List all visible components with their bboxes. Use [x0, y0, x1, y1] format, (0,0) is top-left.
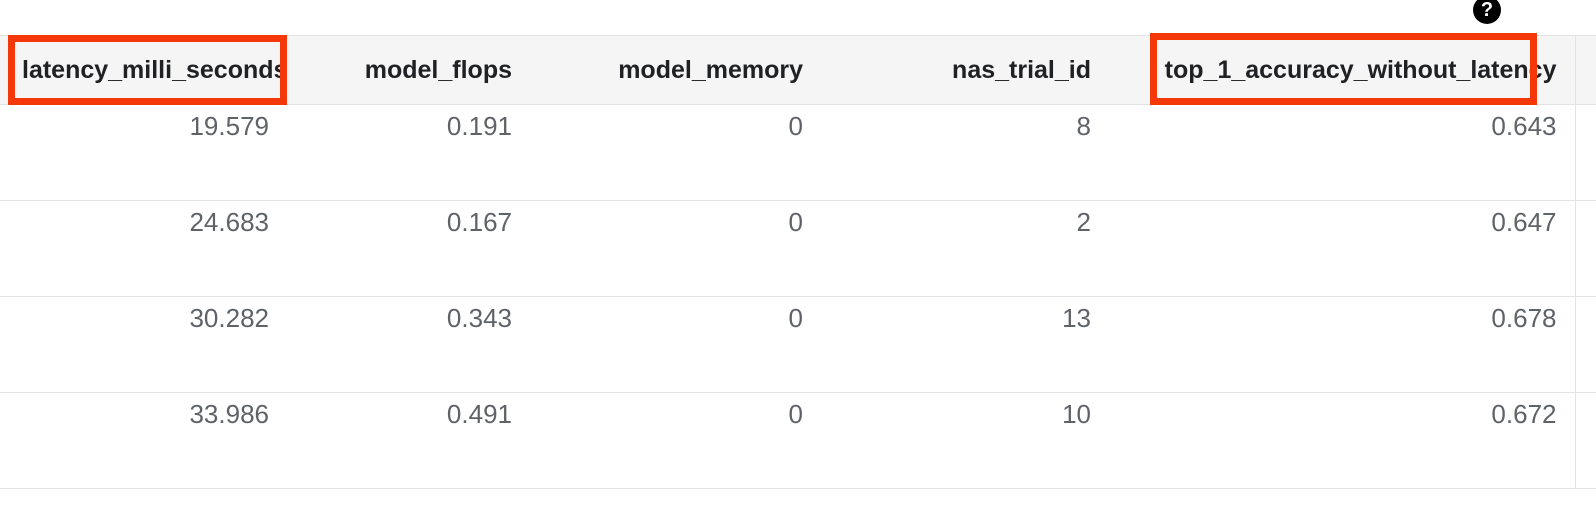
cell-model-flops: 0.343 [287, 296, 530, 393]
cell-top-1-accuracy-without-latency: 0.672 [1109, 392, 1575, 489]
table-body: 19.579 0.191 0 8 0.643 24.683 0.167 0 2 … [0, 104, 1596, 489]
cell-extra [1574, 200, 1596, 297]
table-row[interactable]: 33.986 0.491 0 10 0.672 [0, 392, 1596, 489]
cell-model-memory: 0 [530, 392, 821, 489]
column-header-top-1-accuracy-without-latency[interactable]: top_1_accuracy_without_latency [1109, 35, 1575, 105]
cell-model-flops: 0.191 [287, 104, 530, 201]
cell-extra [1574, 104, 1596, 201]
top-strip: ? [0, 0, 1596, 35]
table-row[interactable]: 24.683 0.167 0 2 0.647 [0, 200, 1596, 297]
cell-nas-trial-id: 8 [821, 104, 1109, 201]
cell-nas-trial-id: 10 [821, 392, 1109, 489]
cell-nas-trial-id: 2 [821, 200, 1109, 297]
cell-model-memory: 0 [530, 200, 821, 297]
cell-model-memory: 0 [530, 104, 821, 201]
table-header: latency_milli_seconds model_flops model_… [0, 35, 1596, 105]
table-row[interactable]: 30.282 0.343 0 13 0.678 [0, 296, 1596, 393]
column-header-latency-milli-seconds[interactable]: latency_milli_seconds [0, 35, 287, 105]
column-header-model-flops[interactable]: model_flops [287, 35, 530, 105]
cell-latency-milli-seconds: 24.683 [0, 200, 287, 297]
cell-nas-trial-id: 13 [821, 296, 1109, 393]
cell-latency-milli-seconds: 19.579 [0, 104, 287, 201]
cell-extra [1574, 296, 1596, 393]
cell-model-flops: 0.167 [287, 200, 530, 297]
cell-top-1-accuracy-without-latency: 0.647 [1109, 200, 1575, 297]
help-icon[interactable]: ? [1473, 0, 1501, 24]
cell-latency-milli-seconds: 30.282 [0, 296, 287, 393]
column-header-extra[interactable] [1574, 35, 1596, 105]
table-row[interactable]: 19.579 0.191 0 8 0.643 [0, 104, 1596, 201]
table-header-row: latency_milli_seconds model_flops model_… [0, 35, 1596, 105]
cell-top-1-accuracy-without-latency: 0.643 [1109, 104, 1575, 201]
nas-results-table: latency_milli_seconds model_flops model_… [0, 35, 1596, 489]
column-header-nas-trial-id[interactable]: nas_trial_id [821, 35, 1109, 105]
cell-latency-milli-seconds: 33.986 [0, 392, 287, 489]
cell-model-memory: 0 [530, 296, 821, 393]
cell-top-1-accuracy-without-latency: 0.678 [1109, 296, 1575, 393]
column-header-model-memory[interactable]: model_memory [530, 35, 821, 105]
cell-extra [1574, 392, 1596, 489]
cell-model-flops: 0.491 [287, 392, 530, 489]
